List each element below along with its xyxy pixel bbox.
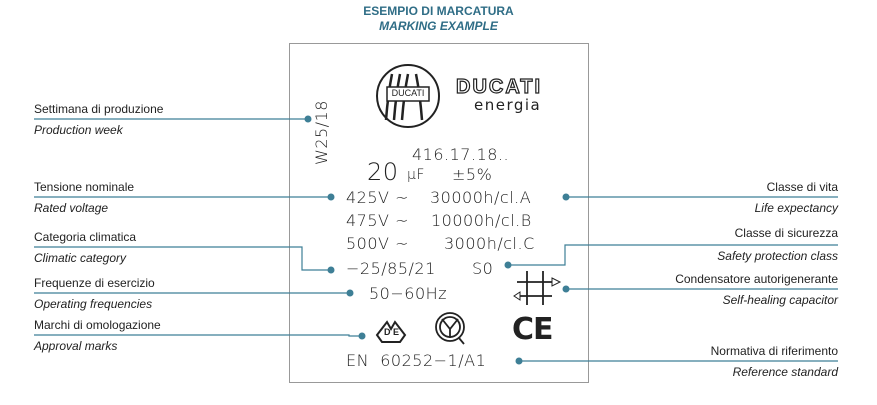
label-production-week-en: Production week xyxy=(34,123,123,137)
vde-mark-icon xyxy=(375,320,407,343)
leader-climatic xyxy=(34,246,331,271)
tolerance: ±5% xyxy=(452,165,493,184)
vde-e: E xyxy=(393,327,400,337)
title-it: ESEMPIO DI MARCATURA xyxy=(363,4,514,18)
production-week: W25/18 xyxy=(312,100,331,165)
label-standard-it: Normativa di riferimento xyxy=(710,344,838,358)
label-production-week-it: Settimana di produzione xyxy=(34,102,164,116)
voltage-2: 475V ~ xyxy=(346,211,409,230)
brand-sub: energia xyxy=(474,96,542,114)
label-standard-en: Reference standard xyxy=(732,365,838,379)
label-frequency-it: Frequenze di esercizio xyxy=(34,276,155,290)
title-en: MARKING EXAMPLE xyxy=(379,19,498,33)
life-1: 30000h/cl.A xyxy=(430,188,532,207)
safety-class: S0 xyxy=(472,259,494,278)
voltage-1: 425V ~ xyxy=(346,188,409,207)
life-2: 10000h/cl.B xyxy=(431,211,532,230)
label-climatic-en: Climatic category xyxy=(34,251,127,265)
part-code: 416.17.18.. xyxy=(412,145,510,164)
label-rated-voltage-it: Tensione nominale xyxy=(34,180,135,194)
reference-standard: EN 60252−1/A1 xyxy=(346,351,487,370)
capacitor-label-box xyxy=(289,43,589,383)
life-3: 3000h/cl.C xyxy=(444,234,535,253)
label-safety-en: Safety protection class xyxy=(717,249,838,263)
label-rated-voltage-en: Rated voltage xyxy=(34,201,109,215)
capacitance: 20 xyxy=(367,158,399,186)
logo-text: DUCATI xyxy=(391,88,425,98)
label-self-healing-en: Self-healing capacitor xyxy=(722,293,838,307)
label-life-it: Classe di vita xyxy=(766,180,838,194)
ce-mark: CE xyxy=(512,312,554,347)
label-life-en: Life expectancy xyxy=(754,201,838,215)
label-frequency-en: Operating frequencies xyxy=(34,297,153,311)
frequency: 50−60Hz xyxy=(369,284,448,303)
label-climatic-it: Categoria climatica xyxy=(34,230,137,244)
vde-d: D xyxy=(384,327,391,337)
imq-mark-icon xyxy=(435,312,465,345)
label-approval-en: Approval marks xyxy=(34,339,118,353)
ducati-logo-icon xyxy=(376,64,440,128)
capacitance-unit: µF xyxy=(407,167,425,183)
label-safety-it: Classe di sicurezza xyxy=(734,226,838,240)
label-approval-it: Marchi di omologazione xyxy=(34,318,161,332)
brand-name: DUCATI xyxy=(455,75,543,98)
label-self-healing-it: Condensatore autorigenerante xyxy=(675,272,838,286)
climatic-category: −25/85/21 xyxy=(346,259,436,278)
leader-approval xyxy=(34,334,362,337)
self-healing-icon xyxy=(513,271,562,305)
voltage-3: 500V ~ xyxy=(346,234,409,253)
leader-safety xyxy=(508,244,838,266)
